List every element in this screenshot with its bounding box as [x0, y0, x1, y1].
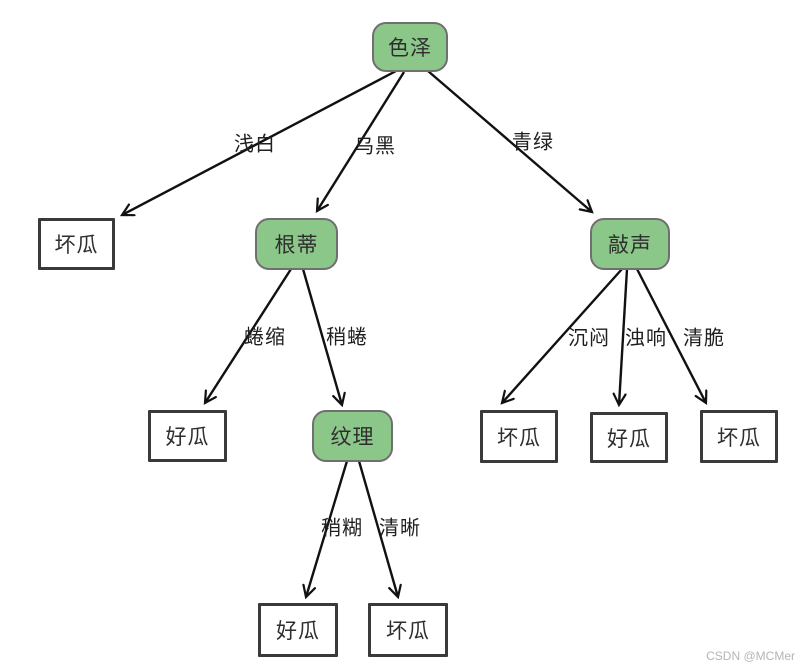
- edge-wenli-to-haogua-3: [306, 460, 349, 597]
- edge-label-sezi-to-qiaosheng: 青绿: [512, 131, 554, 154]
- decision-node-qiaosheng: 敲声: [590, 218, 670, 270]
- decision-node-gendi: 根蒂: [255, 218, 338, 270]
- edge-label-wenli-to-haogua-3: 稍糊: [321, 517, 363, 540]
- leaf-node-haogua-1: 好瓜: [148, 410, 227, 462]
- decision-node-sezi: 色泽: [372, 22, 448, 72]
- leaf-node-huaigua-3: 坏瓜: [700, 410, 778, 463]
- edge-label-qiaosheng-to-huaigua-2: 沉闷: [568, 327, 610, 350]
- edge-label-qiaosheng-to-huaigua-3: 清脆: [683, 327, 725, 350]
- leaf-node-haogua-3: 好瓜: [258, 603, 338, 657]
- leaf-node-huaigua-1: 坏瓜: [38, 218, 115, 270]
- edge-label-wenli-to-huaigua-4: 清晰: [379, 517, 421, 540]
- decision-node-wenli: 纹理: [312, 410, 393, 462]
- edge-sezi-to-gendi: [317, 71, 406, 211]
- edge-label-gendi-to-wenli: 稍蜷: [326, 326, 368, 349]
- edge-qiaosheng-to-huaigua-2: [502, 268, 623, 403]
- edge-sezi-to-qiaosheng: [427, 70, 592, 212]
- watermark: CSDN @MCMer: [706, 649, 795, 663]
- edge-qiaosheng-to-haogua-2: [619, 268, 629, 405]
- edge-label-qiaosheng-to-haogua-2: 浊响: [625, 327, 667, 350]
- edge-wenli-to-huaigua-4: [357, 460, 398, 597]
- leaf-node-haogua-2: 好瓜: [590, 412, 668, 463]
- edge-gendi-to-haogua-1: [205, 268, 293, 403]
- edge-label-gendi-to-haogua-1: 蜷缩: [244, 326, 286, 349]
- edge-label-sezi-to-huaigua-1: 浅白: [234, 133, 276, 156]
- edge-sezi-to-huaigua-1: [122, 69, 397, 215]
- leaf-node-huaigua-4: 坏瓜: [368, 603, 448, 657]
- leaf-node-huaigua-2: 坏瓜: [480, 410, 558, 463]
- edge-label-sezi-to-gendi: 乌黑: [354, 135, 396, 158]
- edge-gendi-to-wenli: [301, 268, 342, 405]
- edge-qiaosheng-to-huaigua-3: [635, 268, 706, 403]
